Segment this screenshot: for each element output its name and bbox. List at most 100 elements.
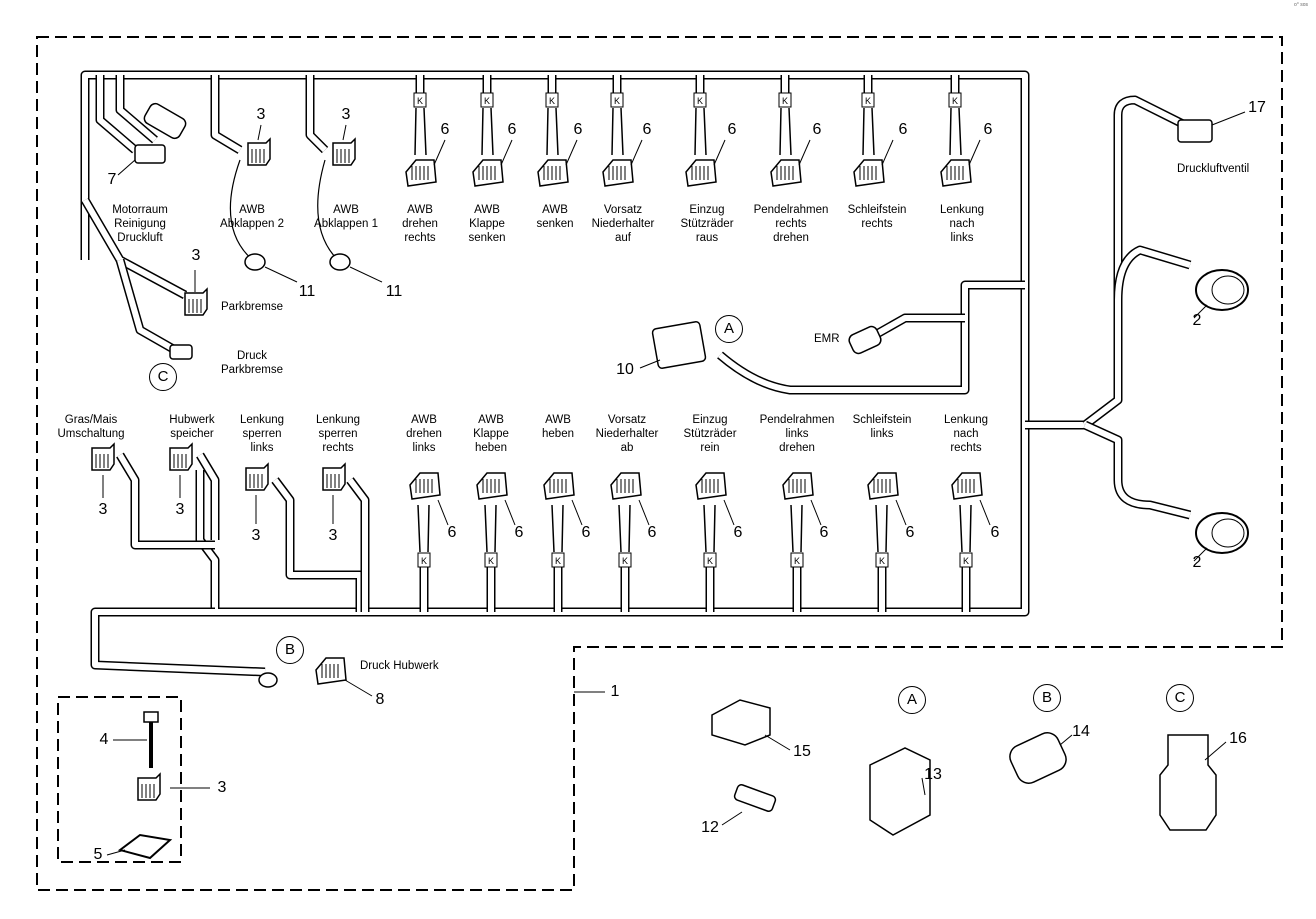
callout-4: 4 xyxy=(99,731,109,748)
label-pendelrahmen-links: Pendelrahmen links drehen xyxy=(759,414,835,454)
tapered-lead xyxy=(790,504,803,553)
tapered-lead xyxy=(779,107,792,156)
relay-k-box xyxy=(484,552,498,568)
callout-3: 3 xyxy=(175,501,185,518)
wire-abklappen-1 xyxy=(317,159,341,263)
callout-6: 6 xyxy=(905,524,915,541)
leader-line xyxy=(342,124,347,141)
ref-circle-a: A xyxy=(715,315,743,343)
harness-main-frame-fill xyxy=(82,72,1028,615)
relay-k-box xyxy=(480,92,494,108)
ref-circle-c-detail: C xyxy=(1166,684,1194,712)
relay-k-box xyxy=(417,552,431,568)
harness-main-frame xyxy=(80,70,1030,617)
label-awb-abklappen-1: AWB Abklappen 1 xyxy=(314,204,378,230)
leader-line xyxy=(257,124,262,141)
leader-line xyxy=(921,777,926,796)
leader-line xyxy=(638,499,650,526)
callout-6: 6 xyxy=(812,121,822,138)
valve-connector xyxy=(685,159,717,187)
valve-connector xyxy=(476,472,508,500)
relay-k-box xyxy=(610,92,624,108)
leader-line xyxy=(895,499,907,526)
corner-mark: o° sos xyxy=(1294,2,1308,8)
label-gras-mais: Gras/Mais Umschaltung xyxy=(57,414,125,440)
label-druck-parkbremse: Druck Parkbremse xyxy=(221,350,283,376)
tapered-lead xyxy=(417,504,430,553)
callout-6: 6 xyxy=(727,121,737,138)
leader-line xyxy=(264,266,298,283)
leader-line xyxy=(630,139,643,166)
label-lenkung-sperren-links: Lenkung sperren links xyxy=(239,414,285,454)
valve-connector xyxy=(472,159,504,187)
relay-k-mark: K xyxy=(707,556,713,566)
callout-6: 6 xyxy=(642,121,652,138)
tapered-lead xyxy=(611,107,624,156)
cable-druck-parkbremse-fill xyxy=(117,259,177,353)
cable-druck-hubwerk xyxy=(90,607,266,677)
label-vorsatz-auf: Vorsatz Niederhalter auf xyxy=(591,204,655,244)
relay-k-mark: K xyxy=(794,556,800,566)
leader-line xyxy=(968,139,981,166)
label-druck-hubwerk: Druck Hubwerk xyxy=(360,660,439,672)
leader-line xyxy=(344,679,373,697)
label-awb-heben: AWB heben xyxy=(542,414,574,440)
cable-emr-fill xyxy=(873,315,965,338)
relay-k-box xyxy=(959,552,973,568)
leader-line xyxy=(798,139,811,166)
cable-motorraum-2-fill xyxy=(117,75,157,143)
tapered-lead xyxy=(618,504,631,553)
valve-connector xyxy=(537,159,569,187)
leader-line xyxy=(723,499,735,526)
leader-line xyxy=(713,139,726,166)
valve-connector xyxy=(782,472,814,500)
callout-8: 8 xyxy=(375,691,385,708)
label-lenkung-links: Lenkung nach links xyxy=(939,204,985,244)
emr-connector-10 xyxy=(651,321,707,369)
tapered-lead xyxy=(546,107,559,156)
relay-k-mark: K xyxy=(614,96,620,106)
assembly-border xyxy=(36,36,1283,891)
leader-line xyxy=(571,499,583,526)
label-pendelrahmen-rechts: Pendelrahmen rechts drehen xyxy=(753,204,829,244)
pressure-switch-14 xyxy=(1009,732,1067,784)
callout-6: 6 xyxy=(447,524,457,541)
label-awb-drehen-links: AWB drehen links xyxy=(406,414,442,454)
gasket-5 xyxy=(117,833,173,860)
leader-line xyxy=(639,359,661,369)
callout-17: 17 xyxy=(1248,99,1266,116)
callout-3: 3 xyxy=(328,527,338,544)
cable-emr-connector-10-fill xyxy=(718,282,1025,393)
label-schleifstein-links: Schleifstein links xyxy=(852,414,912,440)
label-emr: EMR xyxy=(814,333,840,345)
cable-hubwerk-speicher-fill xyxy=(197,453,218,540)
callout-2: 2 xyxy=(1192,312,1202,329)
callout-3: 3 xyxy=(251,527,261,544)
label-awb-senken: AWB senken xyxy=(536,204,574,230)
tapered-lead xyxy=(703,504,716,553)
callout-3-abklappen-2: 3 xyxy=(256,106,266,123)
valve-connector xyxy=(543,472,575,500)
pressure-sensor xyxy=(329,253,351,271)
emr-plug xyxy=(848,325,882,355)
valve-connector xyxy=(602,159,634,187)
tapered-lead xyxy=(414,107,427,156)
callout-6: 6 xyxy=(647,524,657,541)
relay-k-mark: K xyxy=(782,96,788,106)
label-awb-klappe-senken: AWB Klappe senken xyxy=(468,204,506,244)
leader-line xyxy=(1193,304,1208,319)
callout-6: 6 xyxy=(990,524,1000,541)
leader-line xyxy=(504,499,516,526)
cable-druckluftventil-fill xyxy=(1083,97,1187,428)
leader-line xyxy=(1193,547,1208,562)
tapered-lead xyxy=(959,504,972,553)
valve-connector xyxy=(695,472,727,500)
leader-line xyxy=(979,499,991,526)
cable-abklappen-1-fill xyxy=(307,75,328,153)
leader-line xyxy=(565,139,578,166)
relay-k-box xyxy=(545,92,559,108)
leader-line xyxy=(1059,734,1073,746)
fitting-12 xyxy=(733,784,777,812)
